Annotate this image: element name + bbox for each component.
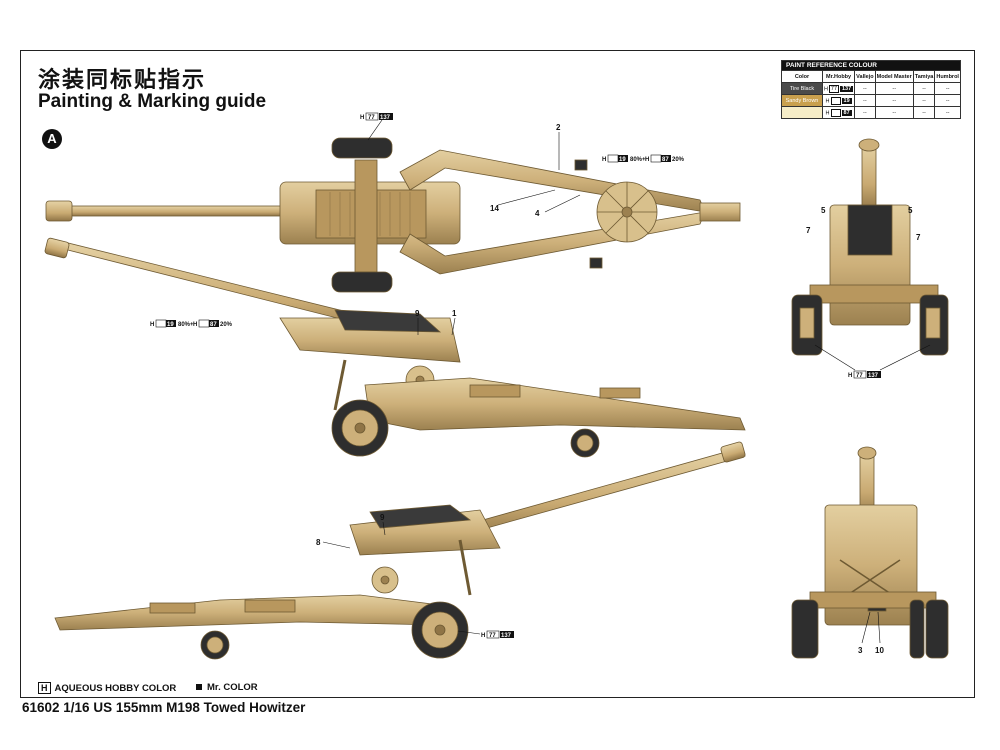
callout-pct: 80%+ <box>178 322 194 328</box>
paint-reference-table: PAINT REFERENCE COLOUR Color Mr.Hobby Va… <box>781 60 961 119</box>
callout-pct: 20% <box>672 157 685 163</box>
callout-code: 19 <box>619 157 626 163</box>
callout-code: 77 <box>856 373 863 379</box>
part-number: 9 <box>415 309 420 318</box>
front-callouts: 5 5 7 7 H 77 137 <box>806 206 931 379</box>
callout-pct: 20% <box>220 322 233 328</box>
callout-code: 19 <box>167 322 174 328</box>
callout-code: 87 <box>210 322 217 328</box>
callout-code: 137 <box>868 373 879 379</box>
hobby-code <box>830 108 841 117</box>
modelmaster-code: -- <box>874 106 914 119</box>
side-upper-callouts: H 19 80%+ H 87 20% 9 1 <box>150 309 457 336</box>
part-number: 3 <box>858 646 863 655</box>
swatch-tire-black: Tire Black <box>781 82 823 95</box>
part-number: 9 <box>380 513 385 522</box>
hobby-code <box>830 96 841 105</box>
swatch-sandy-brown: Sandy Brown <box>781 94 823 107</box>
part-number: 5 <box>908 206 913 215</box>
guide-frame <box>20 50 975 698</box>
part-number: 5 <box>821 206 826 215</box>
legend-mr-color: Mr. COLOR <box>196 682 258 693</box>
swatch-light-sand <box>781 106 823 119</box>
callout-code: 77 <box>368 115 375 121</box>
title-chinese: 涂装同标贴指示 <box>38 68 207 93</box>
callout-code: 137 <box>501 633 512 639</box>
front-view <box>791 138 949 356</box>
part-number: 7 <box>916 233 921 242</box>
part-number: 7 <box>806 226 811 235</box>
top-view <box>45 137 741 293</box>
part-number: 10 <box>875 646 884 655</box>
rear-callouts: 3 10 <box>858 611 884 655</box>
callout-h: H <box>150 322 154 328</box>
callout-code: 137 <box>380 115 391 121</box>
hobby-num: 87 <box>841 109 852 116</box>
rear-view <box>791 446 949 659</box>
version-badge: A <box>42 129 62 149</box>
side-lower-callouts: 9 8 H 77 137 <box>316 513 514 639</box>
part-number: 4 <box>535 209 540 218</box>
callout-h: H <box>645 157 649 163</box>
hobby-num: 137 <box>839 85 854 92</box>
callout-h: H <box>481 633 485 639</box>
humbrol-code: -- <box>934 106 961 119</box>
aqueous-mark: H <box>38 682 51 694</box>
color-name: Tire Black <box>789 85 815 92</box>
col-humbrol: Humbrol <box>934 70 961 83</box>
mr-color-label: Mr. COLOR <box>207 682 258 693</box>
part-number: 8 <box>316 538 321 547</box>
hobby-code: 77 <box>828 84 839 93</box>
hobby-num: 19 <box>841 97 852 104</box>
aqueous-label: AQUEOUS HOBBY COLOR <box>54 683 177 694</box>
callout-h: H <box>360 115 364 121</box>
part-number: 1 <box>452 309 457 318</box>
mr-color-square-icon <box>196 684 202 691</box>
callout-h: H <box>848 373 852 379</box>
part-number: 14 <box>490 204 499 213</box>
footer-product-title: 61602 1/16 US 155mm M198 Towed Howitzer <box>22 700 306 715</box>
side-view-lower <box>54 441 746 660</box>
callout-h: H <box>602 157 606 163</box>
callout-h: H <box>193 322 197 328</box>
vallejo-code: -- <box>854 106 876 119</box>
color-name: Sandy Brown <box>785 97 819 104</box>
callout-pct: 80%+ <box>630 157 646 163</box>
top-callouts: H 77 137 H 19 80%+ H 87 20% 2 14 4 <box>360 112 685 218</box>
side-view-upper <box>44 237 746 458</box>
callout-code: 77 <box>489 633 496 639</box>
callout-code: 87 <box>662 157 669 163</box>
title-english: Painting & Marking guide <box>38 91 267 112</box>
part-number: 2 <box>556 123 561 132</box>
